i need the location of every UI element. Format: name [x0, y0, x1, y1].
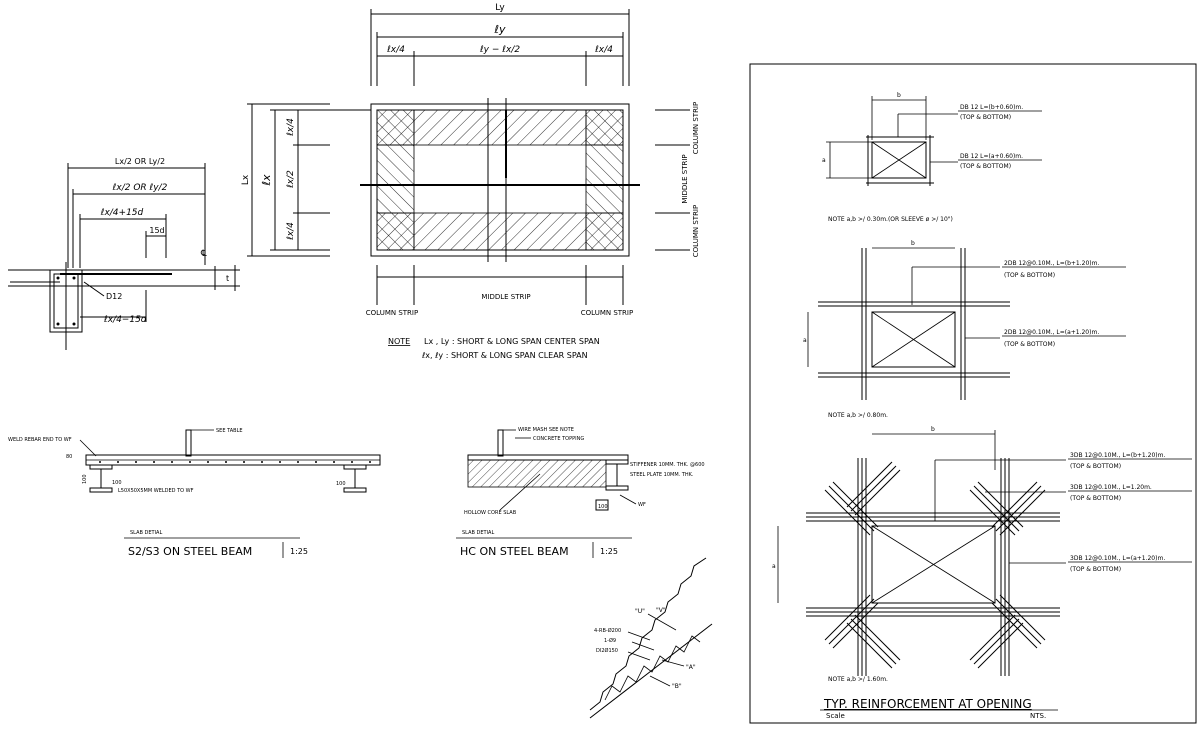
angle-label: L50X50X5MM WELDED TO WF	[118, 488, 194, 494]
span-plan: Ly ℓy ℓx/4 ℓy − ℓx/2 ℓx/4 Lx ℓx ℓx/4 ℓx/…	[241, 3, 700, 360]
lx4-right-label: ℓx/4	[594, 45, 613, 55]
o3-bar1-sub: (TOP & BOTTOM)	[1070, 463, 1121, 470]
diagonal-bars	[824, 461, 1046, 669]
o2-bar2-sub: (TOP & BOTTOM)	[1004, 341, 1055, 348]
thickness-label: t	[226, 274, 229, 283]
callout-stiffener: STIFFENER 10MM. THK. @600	[630, 462, 705, 468]
o3-bar3: 3DB 12@0.10M., L=(a+1.20)m.	[1070, 555, 1165, 562]
hc-steel-beam-detail: WIRE MASH SEE NOTE CONCRETE TOPPING STIF…	[456, 427, 705, 558]
callout-mesh: WIRE MASH SEE NOTE	[518, 427, 574, 433]
dim-100-right: 100	[336, 481, 346, 487]
hc-scale: 1:25	[600, 547, 618, 556]
rebar-dim-4: 15d	[149, 226, 164, 235]
stair-bar-1: 4-RB-Ø200	[594, 627, 621, 634]
o3-bar2: 3DB 12@0.10M., L=1.20m.	[1070, 484, 1152, 491]
lx4-bottom-label: ℓx/4	[286, 222, 296, 241]
o3-note: NOTE a,b >/ 1.60m.	[828, 676, 888, 683]
o1-b: b	[897, 92, 901, 99]
lx2-mid-label: ℓx/2	[286, 170, 296, 189]
s2s3-title: S2/S3 ON STEEL BEAM	[128, 545, 252, 558]
o1-bar2: DB 12 L=(a+0.60)m.	[960, 153, 1023, 160]
o3-b: b	[931, 426, 935, 433]
ly-total-label: Ly	[495, 3, 505, 13]
opening-medium: b a 2DB 12@0.10M., L=(b+1.20)m. (TOP & B…	[803, 240, 1126, 419]
o2-bar1: 2DB 12@0.10M., L=(b+1.20)m.	[1004, 260, 1099, 267]
centerline-mark: ℄	[200, 249, 207, 259]
rebar-dim-1: Lx/2 OR Ly/2	[115, 157, 165, 166]
callout-table: SEE TABLE	[216, 428, 243, 434]
o2-bar2: 2DB 12@0.10M., L=(a+1.20)m.	[1004, 329, 1099, 336]
rebar-dim-3: ℓx/4+15d	[100, 208, 144, 218]
lx-clear-label: ℓx	[260, 174, 273, 187]
rebar-dim-5: ℓx/4−15d	[103, 315, 147, 325]
column-strip-bottom-label: COLUMN STRIP	[692, 205, 700, 257]
hc-dim-100: 100	[598, 504, 608, 510]
dim-80: 80	[66, 454, 72, 460]
lx4-left-label: ℓx/4	[386, 45, 405, 55]
middle-strip-bottom-label: MIDDLE STRIP	[481, 293, 530, 301]
callout-wf: WF	[638, 502, 646, 508]
o2-b: b	[911, 240, 915, 247]
bar-label: D12	[106, 292, 122, 301]
callout-plate: STEEL PLATE 10MM. THK.	[630, 472, 694, 478]
o3-a: a	[772, 563, 776, 570]
o1-bar1: DB 12 L=(b+0.60)m.	[960, 104, 1023, 111]
s2s3-scale: 1:25	[290, 547, 308, 556]
stair-bar-3: DI2Ø150	[596, 647, 618, 654]
opening-small: b a DB 12 L=(b+0.60)m. (TOP & BOTTOM) DB…	[822, 92, 1042, 223]
s2s3-caption: SLAB DETIAL	[130, 530, 162, 536]
hc-caption: SLAB DETIAL	[462, 530, 494, 536]
note-line-2: ℓx, ℓy : SHORT & LONG SPAN CLEAR SPAN	[421, 351, 588, 360]
o3-bar2-sub: (TOP & BOTTOM)	[1070, 495, 1121, 502]
scale-label: Scale	[826, 712, 845, 720]
stair-label-v: "V"	[656, 607, 666, 614]
rebar-section-detail: Lx/2 OR Ly/2 ℓx/2 OR ℓy/2 ℓx/4+15d 15d ℄…	[8, 157, 240, 350]
ly-clear-label: ℓy	[493, 23, 506, 36]
note-line-1: Lx , Ly : SHORT & LONG SPAN CENTER SPAN	[424, 337, 600, 346]
stair-label-a: "A"	[686, 664, 696, 671]
scale-value: NTS.	[1030, 712, 1046, 720]
slab-rebar-dots	[99, 461, 371, 463]
column-strip-right-label: COLUMN STRIP	[581, 309, 633, 317]
hc-title: HC ON STEEL BEAM	[460, 545, 569, 558]
stair-label-b: "B"	[672, 683, 682, 690]
column-strip-left-label: COLUMN STRIP	[366, 309, 418, 317]
o1-a: a	[822, 157, 826, 164]
ly-minus-lx2-label: ℓy − ℓx/2	[479, 45, 520, 55]
dim-100-left: 100	[82, 474, 88, 484]
rebar-dim-2: ℓx/2 OR ℓy/2	[112, 183, 168, 193]
middle-strip-right-label: MIDDLE STRIP	[681, 154, 689, 203]
lx4-top-label: ℓx/4	[286, 118, 296, 137]
o1-bar1-sub: (TOP & BOTTOM)	[960, 114, 1011, 121]
column-strip-top-label: COLUMN STRIP	[692, 102, 700, 154]
lx-total-label: Lx	[241, 174, 251, 185]
stair-rebar-detail: "U" "V" 4-RB-Ø200 1-Ø9 DI2Ø150 "A" "B"	[589, 557, 713, 719]
s2s3-steel-beam-detail: WELD REBAR END TO WF SEE TABLE 80 100 10…	[8, 428, 381, 558]
note-label: NOTE	[388, 337, 410, 346]
o1-bar2-sub: (TOP & BOTTOM)	[960, 163, 1011, 170]
callout-slab: HOLLOW CORE SLAB	[464, 510, 517, 516]
o3-bar1: 3DB 12@0.10M., L=(b+1.20)m.	[1070, 452, 1165, 459]
o3-bar3-sub: (TOP & BOTTOM)	[1070, 566, 1121, 573]
dim-100-mid: 100	[112, 480, 122, 486]
callout-weld: WELD REBAR END TO WF	[8, 437, 72, 443]
stair-label-u: "U"	[635, 608, 645, 615]
o2-note: NOTE a,b >/ 0.80m.	[828, 412, 888, 419]
opening-title: TYP. REINFORCEMENT AT OPENING	[823, 697, 1032, 711]
o2-a: a	[803, 337, 807, 344]
callout-topping: CONCRETE TOPPING	[533, 436, 584, 442]
opening-reinforcement-panel: b a DB 12 L=(b+0.60)m. (TOP & BOTTOM) DB…	[749, 63, 1197, 724]
o2-bar1-sub: (TOP & BOTTOM)	[1004, 272, 1055, 279]
stair-bar-2: 1-Ø9	[604, 637, 616, 644]
opening-large: b a	[772, 426, 1192, 683]
o1-note: NOTE a,b >/ 0.30m.(OR SLEEVE ø >/ 10")	[828, 216, 953, 223]
